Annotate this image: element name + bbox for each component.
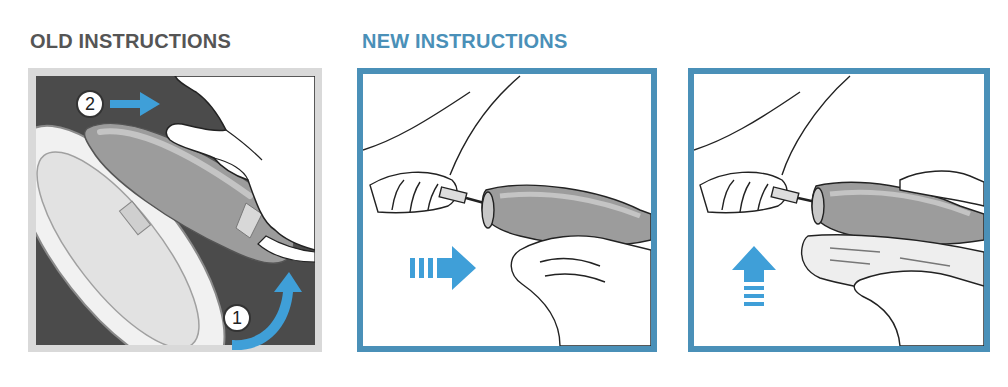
- arm-lines: [694, 76, 850, 175]
- cradle-contact: [119, 201, 150, 234]
- callout-circle: 1: [223, 304, 251, 332]
- hand: [166, 76, 315, 250]
- section-heading: NEW INSTRUCTIONS: [362, 30, 567, 53]
- hand: [511, 236, 651, 346]
- device-end: [812, 188, 824, 224]
- device-highlight: [500, 194, 640, 216]
- callout-circle: 2: [76, 90, 104, 118]
- device-end: [482, 192, 494, 228]
- finger-lines: [722, 180, 768, 212]
- hand: [854, 271, 984, 346]
- fingers: [900, 171, 984, 206]
- direction-arrow: [410, 246, 476, 290]
- screwdriver-handle: [439, 187, 467, 203]
- arm-lines: [363, 76, 520, 175]
- base-detail: [830, 248, 950, 266]
- panel-frame: [691, 71, 987, 349]
- panel-frame: [360, 71, 654, 349]
- direction-arrow: [732, 246, 776, 306]
- direction-arrow: [110, 92, 160, 116]
- arm: [694, 74, 850, 150]
- screwdriver-handle: [771, 187, 799, 203]
- finger-lines: [540, 259, 605, 282]
- finger-lines: [214, 130, 262, 180]
- section-heading: OLD INSTRUCTIONS: [30, 30, 231, 53]
- arm: [363, 74, 520, 150]
- finger-lines: [392, 180, 438, 212]
- callout-number: 1: [232, 309, 242, 327]
- callout-number: 2: [85, 95, 95, 113]
- thumb: [258, 236, 315, 262]
